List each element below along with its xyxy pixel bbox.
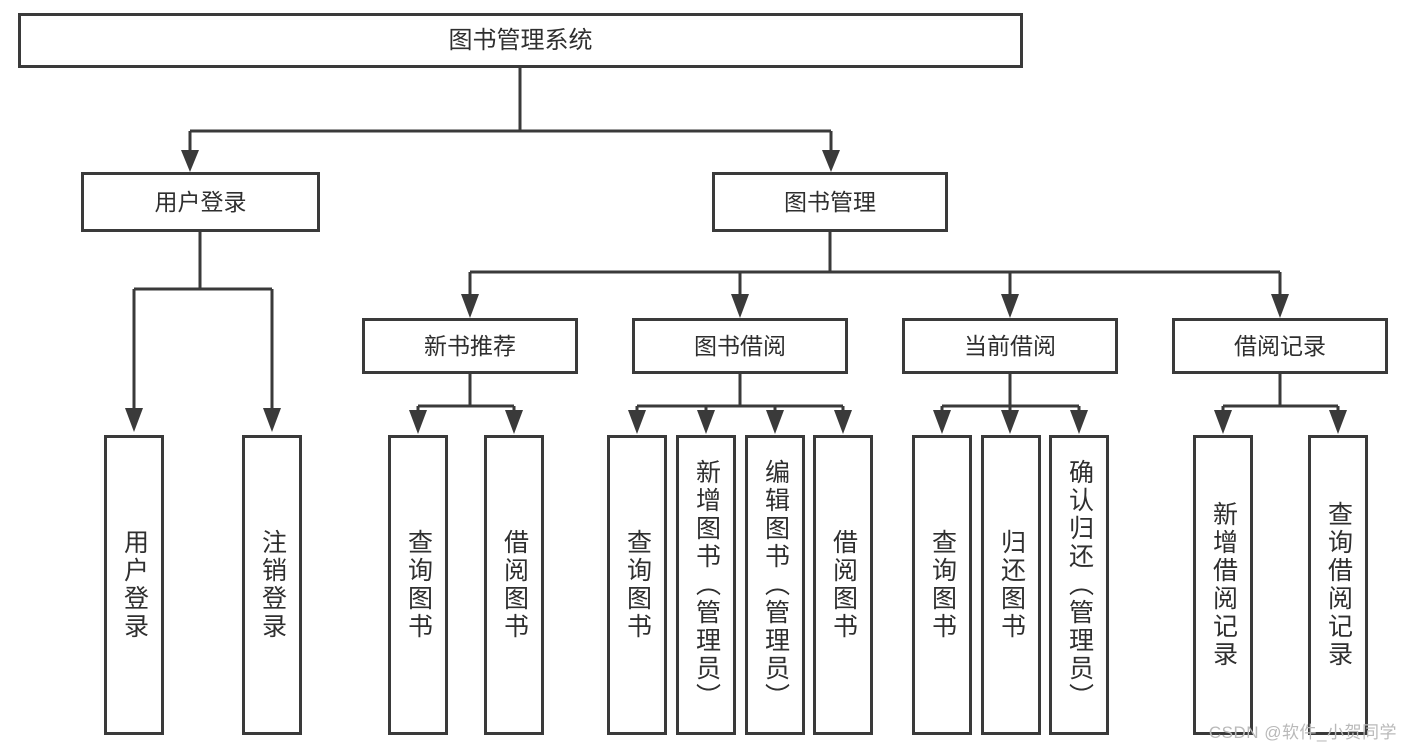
leaf-return-book[interactable]: 归还图书 [981, 435, 1041, 735]
node-label: 当前借阅 [964, 332, 1056, 359]
node-label: 图书借阅 [694, 332, 786, 359]
node-label: 图书管理 [784, 188, 876, 215]
node-user-login[interactable]: 用户登录 [81, 172, 320, 232]
leaf-query-book-current[interactable]: 查询图书 [912, 435, 972, 735]
node-label: 归还图书 [997, 529, 1026, 641]
node-label: 注销登录 [258, 529, 287, 641]
node-label: 查询图书 [928, 529, 957, 641]
csdn-watermark: CSDN @软件_小贺同学 [1208, 723, 1397, 742]
leaf-confirm-return-admin[interactable]: 确认归还（管理员） [1049, 435, 1109, 735]
leaf-edit-book-admin[interactable]: 编辑图书（管理员） [745, 435, 805, 735]
node-book-management[interactable]: 图书管理 [712, 172, 948, 232]
leaf-query-book-recommend[interactable]: 查询图书 [388, 435, 448, 735]
node-label: 借阅记录 [1234, 332, 1326, 359]
node-book-borrow[interactable]: 图书借阅 [632, 318, 848, 374]
node-label: 用户登录 [154, 188, 247, 215]
node-label: 查询图书 [623, 529, 652, 641]
node-new-book-recommend[interactable]: 新书推荐 [362, 318, 578, 374]
leaf-add-book-admin[interactable]: 新增图书（管理员） [676, 435, 736, 735]
node-label: 新书推荐 [424, 332, 516, 359]
leaf-query-book-borrow[interactable]: 查询图书 [607, 435, 667, 735]
node-borrow-record[interactable]: 借阅记录 [1172, 318, 1388, 374]
node-label: 图书管理系统 [448, 26, 593, 54]
leaf-add-borrow-record[interactable]: 新增借阅记录 [1193, 435, 1253, 735]
leaf-borrow-book-recommend[interactable]: 借阅图书 [484, 435, 544, 735]
node-label: 用户登录 [120, 529, 149, 641]
leaf-borrow-book[interactable]: 借阅图书 [813, 435, 873, 735]
node-current-borrow[interactable]: 当前借阅 [902, 318, 1118, 374]
node-label: 查询借阅记录 [1324, 501, 1353, 669]
node-label: 确认归还（管理员） [1065, 459, 1094, 711]
leaf-logout[interactable]: 注销登录 [242, 435, 302, 735]
node-label: 新增借阅记录 [1209, 501, 1238, 669]
node-label: 新增图书（管理员） [692, 459, 721, 711]
leaf-user-login[interactable]: 用户登录 [104, 435, 164, 735]
leaf-query-borrow-record[interactable]: 查询借阅记录 [1308, 435, 1368, 735]
node-root-book-management-system[interactable]: 图书管理系统 [18, 13, 1023, 68]
node-label: 借阅图书 [500, 529, 529, 641]
node-label: 查询图书 [404, 529, 433, 641]
node-label: 编辑图书（管理员） [761, 459, 790, 711]
node-label: 借阅图书 [829, 529, 858, 641]
